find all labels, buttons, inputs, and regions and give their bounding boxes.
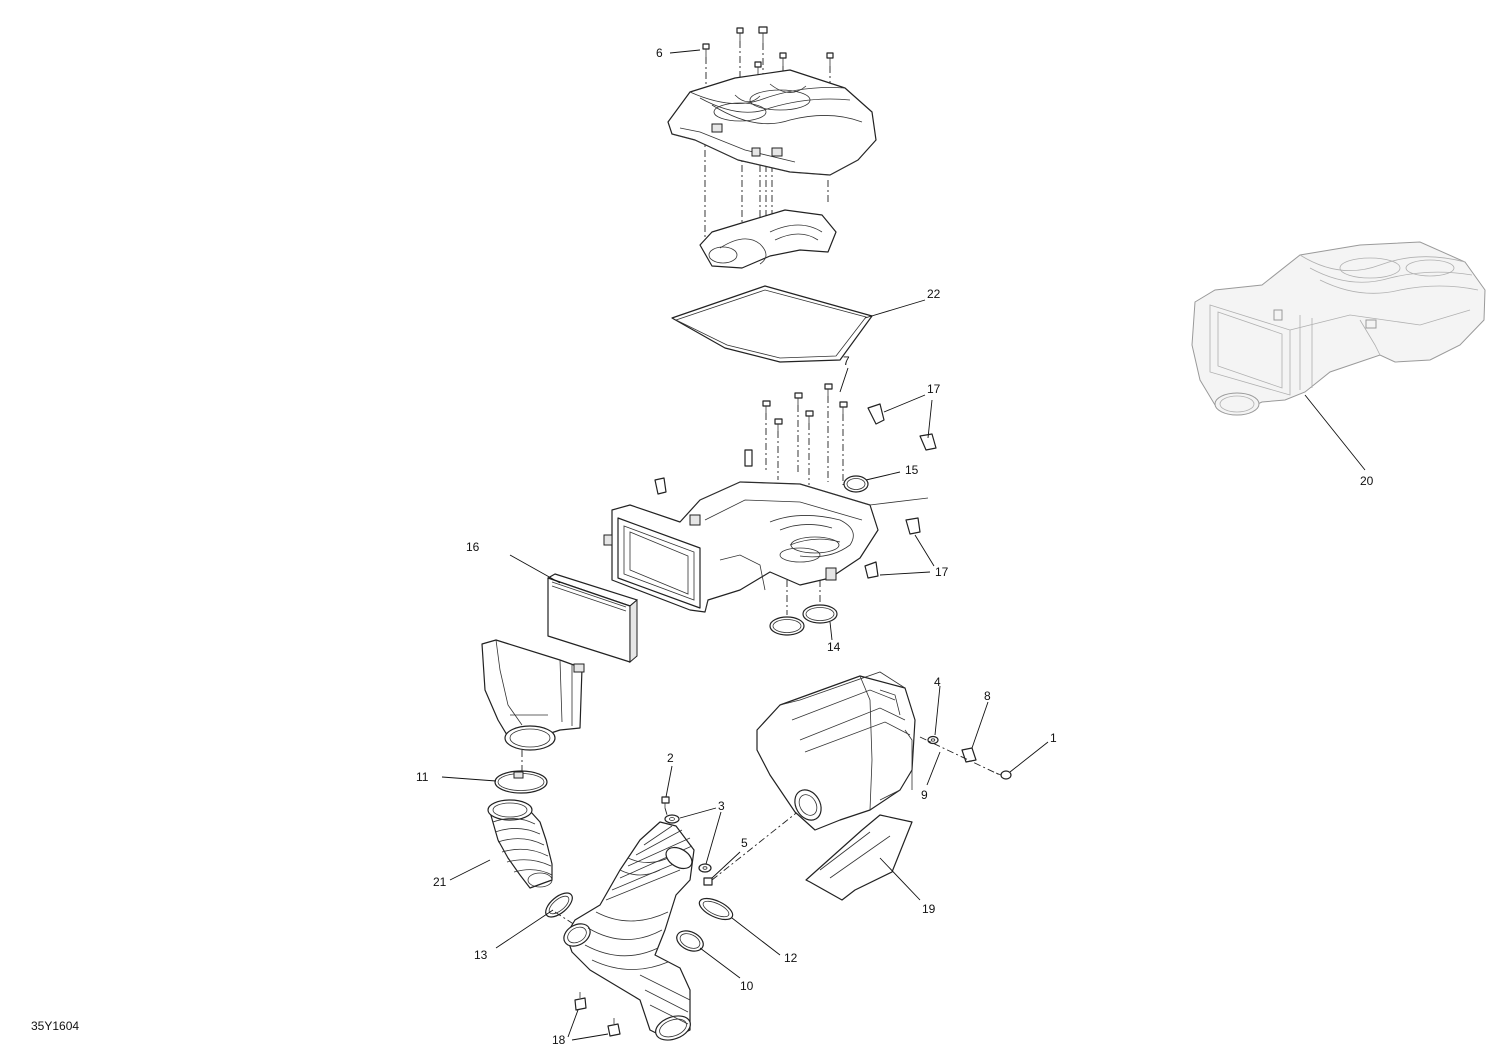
clamp-12 [698,897,734,921]
clip [744,449,753,467]
callout-12: 12 [784,951,798,965]
air-filter-16 [547,573,638,664]
seal-14-b [802,604,838,624]
seal-15 [843,475,869,493]
callout-18: 18 [552,1033,566,1047]
callout-22: 22 [927,287,941,301]
clamp-11 [494,770,548,794]
screw [779,52,787,66]
front-intake-housing [481,639,585,751]
washer-3 [664,814,680,824]
clip [867,403,885,425]
intake-duct [699,209,837,269]
screw [736,27,744,41]
screw [702,43,710,57]
clip [905,517,921,535]
screw [826,52,834,66]
callout-21: 21 [433,875,447,889]
top-cover-screws [702,26,834,75]
screw [794,392,803,405]
clamp-13 [545,892,573,918]
callout-8: 8 [984,689,991,703]
screw [762,400,771,413]
gasket-22 [671,285,873,363]
callout-4: 4 [934,675,941,689]
callout-20: 20 [1360,474,1374,488]
callout-14: 14 [827,640,841,654]
housing-screws [762,383,848,431]
screw [824,383,833,396]
assembled-view-20 [1191,241,1486,416]
drawing-reference-number: 35Y1604 [31,1019,80,1033]
top-cover-group [667,26,877,269]
callout-17-bottom: 17 [935,565,949,579]
seal-10 [676,930,704,952]
callout-19: 19 [922,902,936,916]
screw-2 [661,796,670,808]
callout-13: 13 [474,948,488,962]
nut-8 [961,747,977,763]
washer-4 [927,735,939,745]
screw [774,418,783,431]
callout-10: 10 [740,979,754,993]
corrugated-hose [563,821,695,1041]
push-pin-18-a [574,992,587,1011]
callout-6: 6 [656,46,663,60]
screw [839,401,848,414]
hose-21 [487,799,553,889]
leader-lines [441,49,1366,1041]
callout-3: 3 [718,799,725,813]
callout-9: 9 [921,788,928,802]
callout-16: 16 [466,540,480,554]
screw-1 [995,770,1012,780]
washer-3b [698,863,712,873]
screw [754,61,762,75]
callout-7: 7 [843,354,850,368]
top-cover [667,69,877,176]
callout-15: 15 [905,463,919,477]
callout-labels: 6 22 7 17 15 17 16 14 20 4 8 1 9 11 2 3 … [416,46,1374,1047]
intake-silencer-box [756,671,916,831]
clip [654,477,667,495]
callout-1: 1 [1050,731,1057,745]
callout-17-top: 17 [927,382,941,396]
screw [758,26,768,43]
seal-14-a [769,616,805,636]
lower-housing [603,481,929,613]
callout-5: 5 [741,836,748,850]
clip [864,561,879,579]
callout-2: 2 [667,751,674,765]
push-pin-18-b [607,1018,621,1037]
screw [805,410,814,423]
foam-19 [805,814,913,901]
nut-5 [703,877,713,886]
callout-11: 11 [416,770,429,784]
